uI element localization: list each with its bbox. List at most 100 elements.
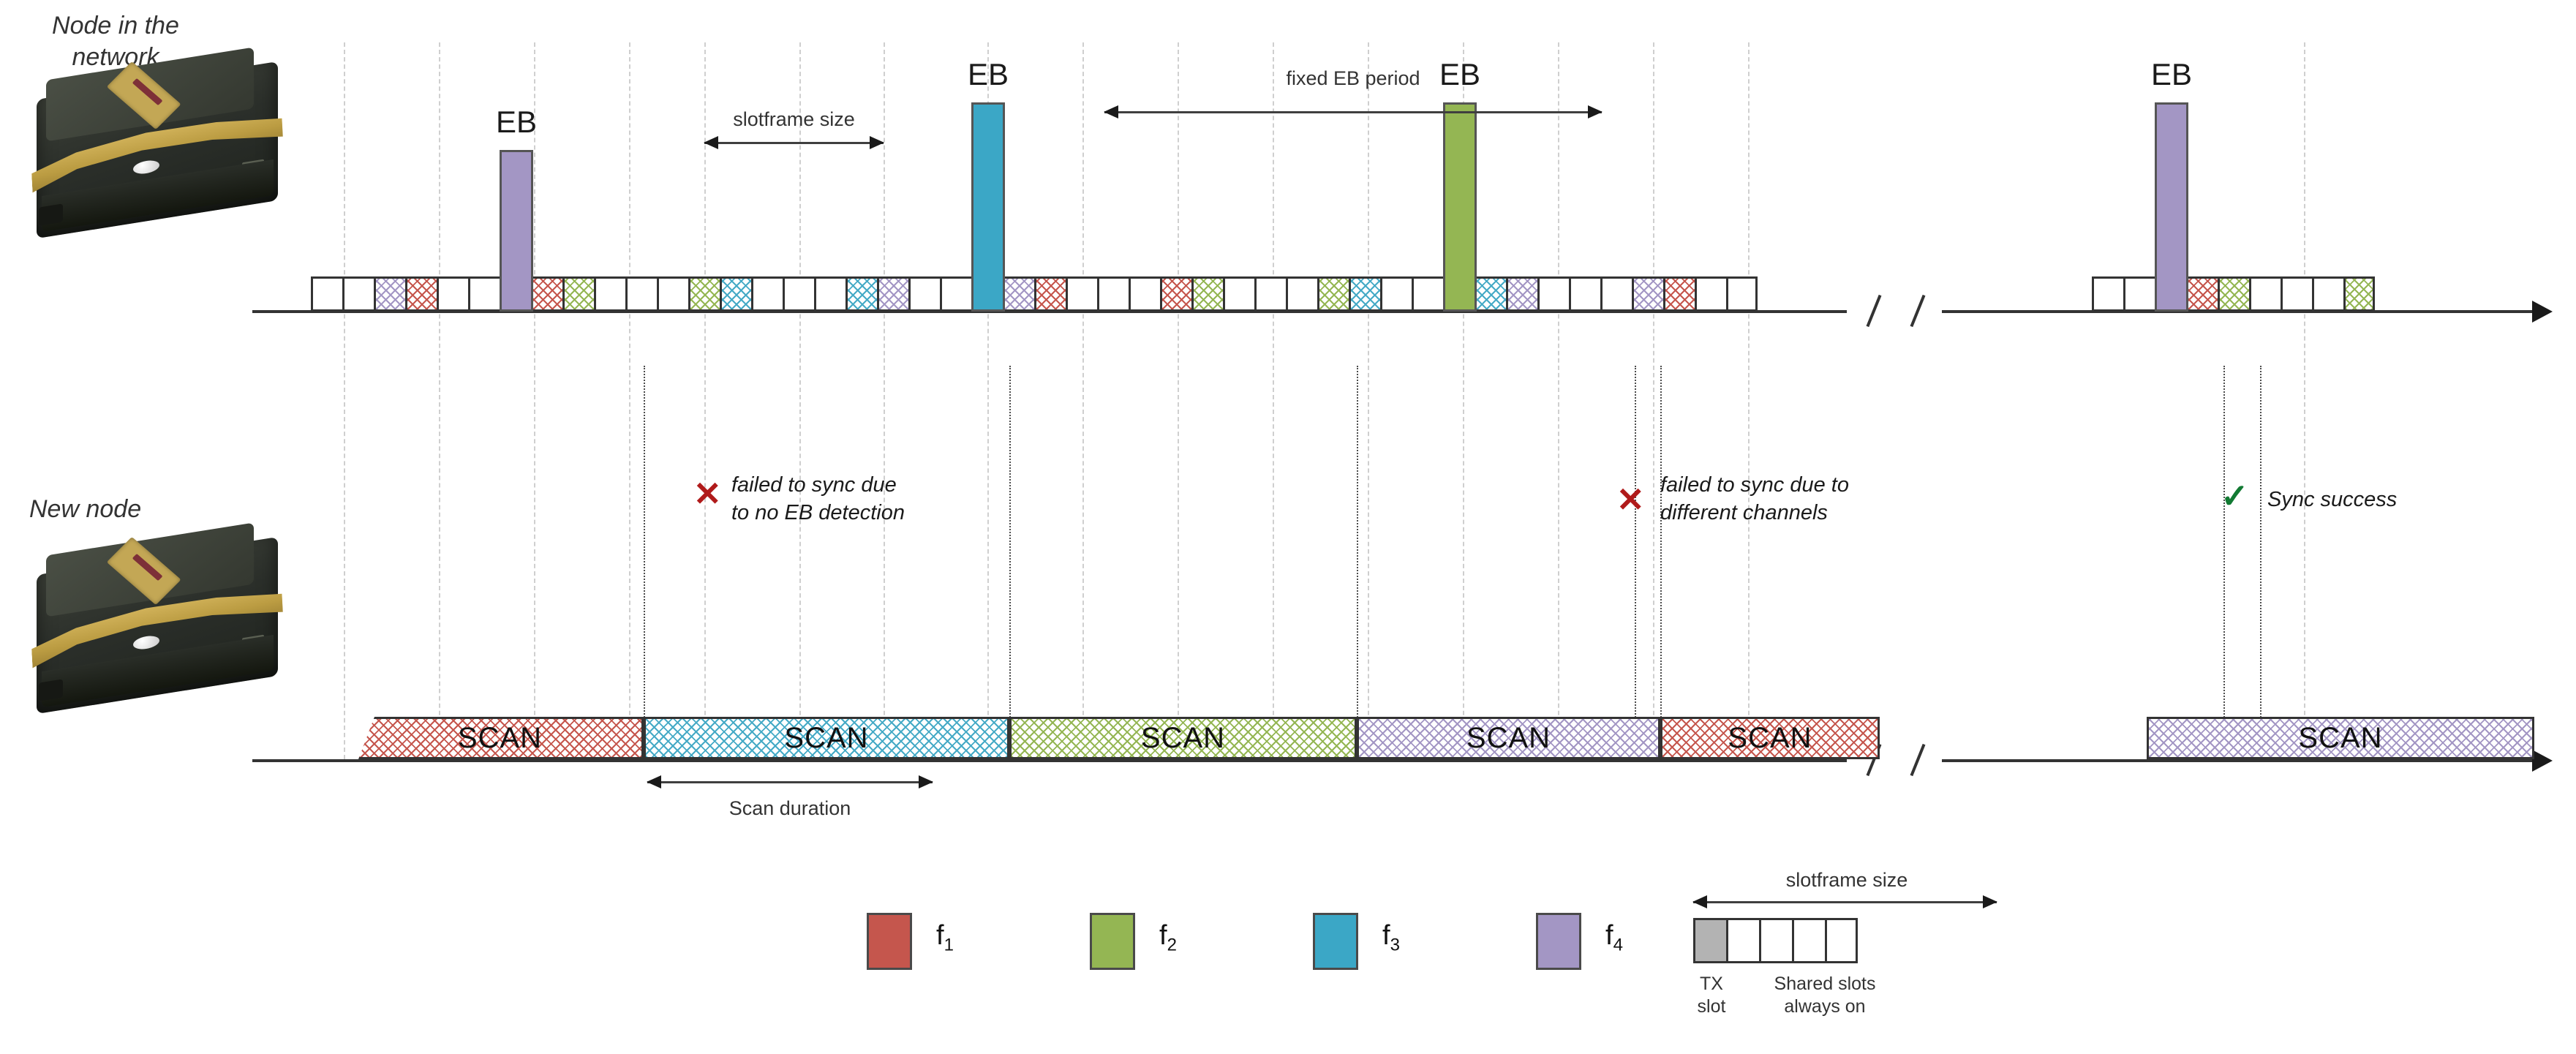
- eb-label: EB: [495, 105, 538, 139]
- scan-boundary-guide: [644, 366, 645, 761]
- legend-shared-line1: Shared slots: [1774, 974, 1876, 994]
- legend-tx-line1: TX: [1700, 974, 1723, 994]
- legend-label-f4: f4: [1605, 920, 1623, 955]
- slotframe-guide: [1558, 42, 1559, 759]
- sync-success-check-icon: ✓: [2221, 477, 2249, 515]
- timeslot: [405, 276, 437, 312]
- timeslot: [688, 276, 720, 312]
- timeslot: [468, 276, 500, 312]
- legend-shared-slot: [1759, 918, 1792, 963]
- legend-label-f3: f3: [1382, 920, 1400, 955]
- fixed-eb-period-arrow: [1104, 105, 1603, 118]
- legend-tx-slot: [1693, 918, 1726, 963]
- scan-boundary-guide: [1009, 366, 1011, 761]
- legend-label-f1: f1: [936, 920, 954, 955]
- slotframe-guide: [1748, 42, 1750, 759]
- fail-1-line-1: failed to sync due: [731, 473, 897, 497]
- scan-bar-f4: SCAN: [2147, 717, 2534, 759]
- eb-label: EB: [1439, 57, 1481, 91]
- top-axis-arrowhead: [2532, 301, 2553, 323]
- slotframe-guide: [799, 42, 801, 759]
- legend-swatch-f2: [1090, 913, 1135, 970]
- eb-label: EB: [967, 57, 1009, 91]
- timeslot: [1317, 276, 1349, 312]
- fail-2-annotation: failed to sync due to different channels: [1660, 472, 1975, 527]
- timeslot: [2312, 276, 2343, 312]
- fail-1-x-icon: ✕: [693, 475, 722, 513]
- timeslot: [2186, 276, 2218, 312]
- slotframe-guide: [987, 42, 989, 759]
- scan-boundary-guide: [1660, 366, 1662, 761]
- eb-label: EB: [2150, 57, 2193, 91]
- timeslot: [625, 276, 657, 312]
- timeslot: [1034, 276, 1066, 312]
- top-axis-break-1: [1866, 294, 1882, 328]
- slotframe-guide: [1178, 42, 1179, 759]
- timeslot: [1600, 276, 1632, 312]
- timeslot: [1160, 276, 1191, 312]
- slotframe-guide: [629, 42, 630, 759]
- top-slot-row-tail: [2092, 276, 2375, 312]
- timeslot: [2218, 276, 2249, 312]
- scan-boundary-guide: [1635, 366, 1636, 761]
- timeslot: [1066, 276, 1097, 312]
- bottom-timeline-axis-tail: [1942, 759, 2534, 762]
- node-in-network-line1: Node in the: [52, 12, 179, 39]
- top-timeline-axis: [252, 310, 1847, 313]
- timeslot: [374, 276, 405, 312]
- timeslot: [814, 276, 846, 312]
- eb-bar-f4: [500, 150, 533, 312]
- timeslot: [751, 276, 783, 312]
- legend-swatch-f3: [1313, 913, 1358, 970]
- timeslot: [2343, 276, 2375, 312]
- scan-boundary-guide: [2223, 366, 2225, 761]
- slotframe-guide: [1463, 42, 1464, 759]
- timeslot: [1097, 276, 1129, 312]
- eb-bar-f4: [2155, 102, 2188, 312]
- timeslot: [2281, 276, 2312, 312]
- eb-bar-f2: [1443, 102, 1477, 312]
- fail-1-annotation: failed to sync due to no EB detection: [731, 472, 1009, 527]
- timeslot: [657, 276, 688, 312]
- scan-boundary-guide: [1357, 366, 1358, 761]
- slotframe-guide: [1273, 42, 1274, 759]
- slotframe-guide: [1082, 42, 1084, 759]
- scan-duration-label: Scan duration: [728, 797, 851, 819]
- new-node-label: New node: [29, 495, 142, 523]
- fail-2-line-1: failed to sync due to: [1660, 473, 1849, 497]
- slotframe-size-arrow: [704, 136, 884, 149]
- slotframe-guide: [439, 42, 440, 759]
- timeslot: [2123, 276, 2155, 312]
- scan-duration-arrow: [647, 775, 933, 788]
- slotframe-guide: [1368, 42, 1369, 759]
- legend-empty-slot: [1792, 918, 1825, 963]
- timeslot: [1003, 276, 1034, 312]
- timeslot: [940, 276, 971, 312]
- legend-slotframe-label: slotframe size: [1785, 869, 1908, 891]
- legend-mini-slotframe: [1693, 918, 1858, 963]
- timeslot: [342, 276, 374, 312]
- sync-success-annotation: Sync success: [2267, 488, 2398, 511]
- legend-swatch-f4: [1536, 913, 1581, 970]
- slotframe-guide: [1653, 42, 1654, 759]
- top-axis-break-2: [1910, 294, 1926, 328]
- bottom-axis-break-2: [1910, 743, 1926, 777]
- timeslot: [1129, 276, 1160, 312]
- timeslot: [1475, 276, 1506, 312]
- fail-1-line-2: to no EB detection: [731, 500, 905, 524]
- fail-2-line-2: different channels: [1660, 500, 1828, 524]
- timeslot: [720, 276, 751, 312]
- timeslot: [437, 276, 468, 312]
- timeslot: [1223, 276, 1254, 312]
- bottom-timeline-axis: [252, 759, 1847, 762]
- slotframe-guide: [884, 42, 885, 759]
- timeslot: [1632, 276, 1663, 312]
- slotframe-size-label: slotframe size: [733, 108, 855, 130]
- timeslot: [1506, 276, 1537, 312]
- timeslot: [562, 276, 594, 312]
- timeslot: [2249, 276, 2281, 312]
- legend-shared-line2: always on: [1784, 996, 1866, 1017]
- legend-slotframe-arrow: [1692, 895, 1997, 908]
